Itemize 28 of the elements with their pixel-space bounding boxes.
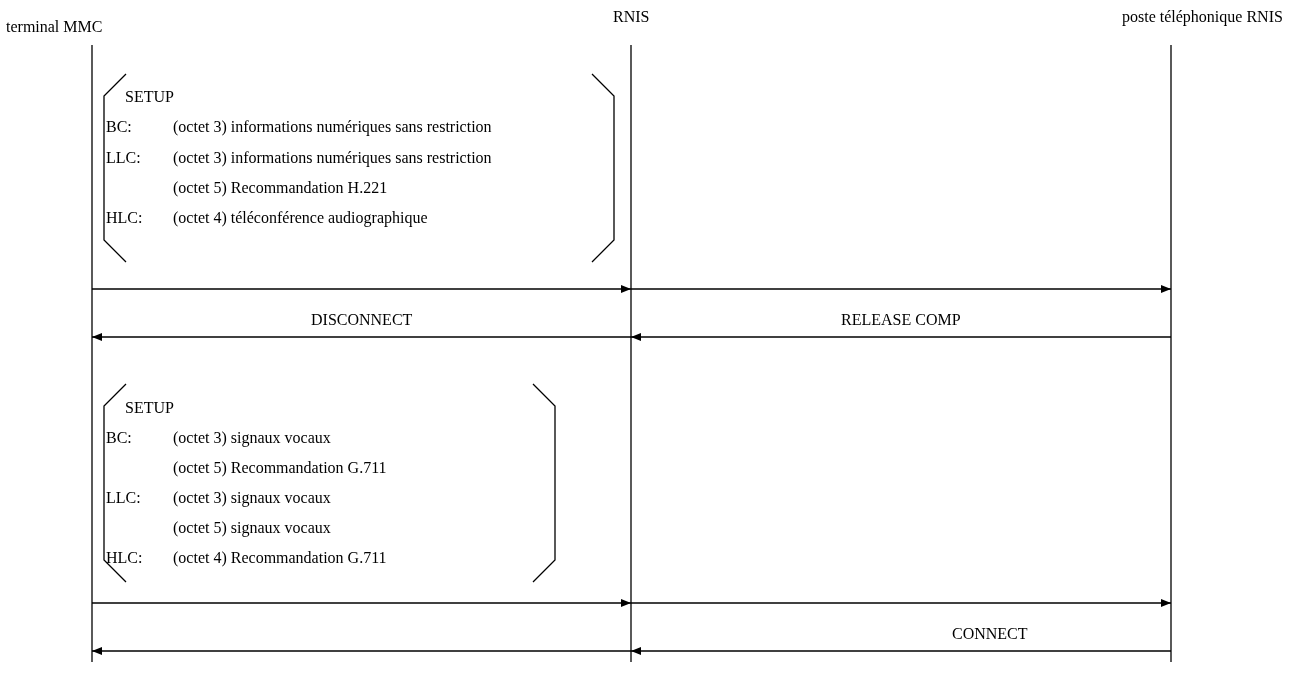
message-arrow	[630, 333, 1172, 341]
participant-label: poste téléphonique RNIS	[1122, 8, 1283, 26]
field-value: (octet 3) informations numériques sans restriction	[173, 149, 492, 167]
message-name: SETUP	[125, 88, 174, 106]
message-arrow	[630, 647, 1172, 655]
field-value: (octet 4) téléconférence audiographique	[173, 209, 428, 227]
participant-label: terminal MMC	[6, 18, 103, 36]
message-arrow	[630, 285, 1172, 293]
message-arrow	[630, 599, 1172, 607]
field-value: (octet 4) Recommandation G.711	[173, 549, 387, 567]
field-value: (octet 5) signaux vocaux	[173, 519, 331, 537]
field-value: (octet 5) Recommandation H.221	[173, 179, 388, 197]
message-arrow	[91, 333, 632, 341]
message-arrow	[91, 599, 632, 607]
field-name: BC:	[106, 429, 132, 447]
field-value: (octet 3) informations numériques sans restriction	[173, 118, 492, 136]
field-name: HLC:	[106, 549, 143, 567]
field-value: (octet 3) signaux vocaux	[173, 489, 331, 507]
message-arrow	[91, 647, 632, 655]
message-name: SETUP	[125, 399, 174, 417]
field-name: LLC:	[106, 149, 141, 167]
field-value: (octet 5) Recommandation G.711	[173, 459, 387, 477]
field-value: (octet 3) signaux vocaux	[173, 429, 331, 447]
participant-label: RNIS	[613, 8, 650, 26]
field-name: BC:	[106, 118, 132, 136]
field-name: HLC:	[106, 209, 143, 227]
field-name: LLC:	[106, 489, 141, 507]
message-arrow	[91, 285, 632, 293]
